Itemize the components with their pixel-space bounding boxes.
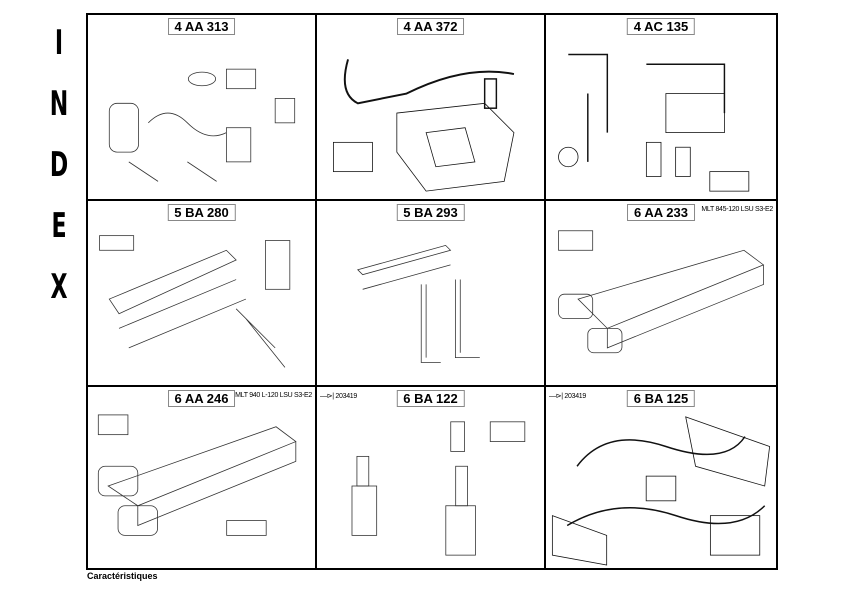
cell-5ba280[interactable]: 5 BA 280 xyxy=(88,201,317,387)
section-code[interactable]: 6 AA 246 xyxy=(167,390,236,407)
section-code[interactable]: 6 BA 122 xyxy=(396,390,465,407)
cell-4ac135[interactable]: 4 AC 135 xyxy=(546,15,776,201)
exploded-diagram-chassis xyxy=(97,414,297,536)
section-code[interactable]: 4 AA 372 xyxy=(396,18,465,35)
index-grid: 4 AA 313 4 AA 372 4 AC 135 5 BA 280 5 BA… xyxy=(86,13,778,570)
exploded-diagram-chassis xyxy=(558,230,765,354)
cell-5ba293[interactable]: 5 BA 293 xyxy=(317,201,546,387)
serial-note: —⊳| 203419 xyxy=(549,393,586,400)
section-code[interactable]: 6 AA 233 xyxy=(627,204,695,221)
footer-label: Caractéristiques xyxy=(87,571,158,581)
index-letter: X xyxy=(50,267,68,307)
section-code[interactable]: 5 BA 280 xyxy=(167,204,236,221)
exploded-diagram-air-filter xyxy=(108,68,296,182)
index-letter: D xyxy=(49,145,69,185)
exploded-diagram-hydraulic-lines xyxy=(551,416,771,566)
exploded-diagram-hydraulic-circuit xyxy=(558,53,750,192)
section-code[interactable]: 4 AC 135 xyxy=(626,18,696,35)
model-note: MLT 845-120 LSU S3-E2 xyxy=(701,206,773,213)
exploded-diagram-hydraulic-tank xyxy=(333,59,515,192)
cell-6ba122[interactable]: 6 BA 122 —⊳| 203419 xyxy=(317,387,546,568)
cell-6aa233[interactable]: 6 AA 233 MLT 845-120 LSU S3-E2 xyxy=(546,201,776,387)
cell-6ba125[interactable]: 6 BA 125 —⊳| 203419 xyxy=(546,387,776,568)
section-code[interactable]: 6 BA 125 xyxy=(626,390,696,407)
serial-note: —⊳| 203419 xyxy=(320,393,357,400)
exploded-diagram-forks xyxy=(357,244,480,363)
index-letter: N xyxy=(49,84,69,124)
exploded-diagram-valve xyxy=(351,421,526,556)
model-note: MLT 940 L-120 LSU S3-E2 xyxy=(235,392,312,399)
index-letter: I xyxy=(54,23,64,63)
cell-4aa313[interactable]: 4 AA 313 xyxy=(88,15,317,201)
cell-6aa246[interactable]: 6 AA 246 MLT 940 L-120 LSU S3-E2 xyxy=(88,387,317,568)
index-letter: E xyxy=(51,206,67,246)
cell-4aa372[interactable]: 4 AA 372 xyxy=(317,15,546,201)
section-code[interactable]: 5 BA 293 xyxy=(396,204,465,221)
section-code[interactable]: 4 AA 313 xyxy=(167,18,236,35)
exploded-diagram-carriage xyxy=(99,235,291,368)
index-title: I N D E X xyxy=(44,18,74,323)
